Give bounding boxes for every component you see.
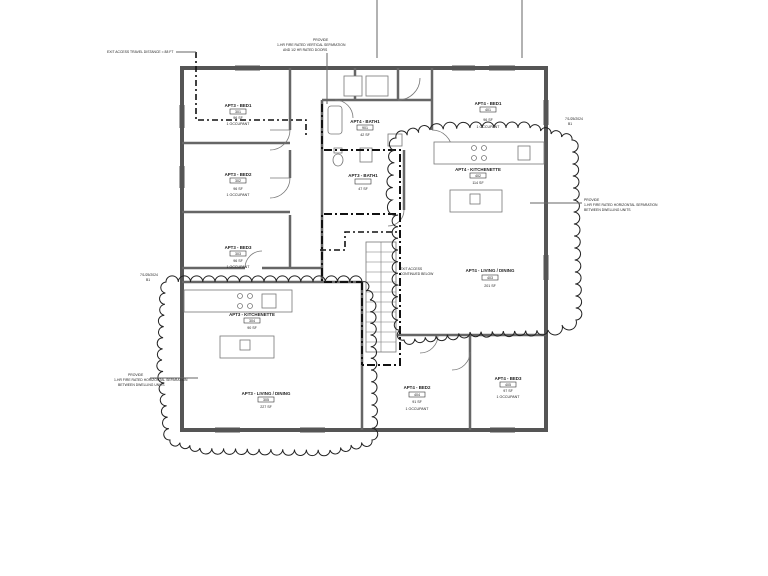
room-label: APT3 - LIVING / DINING 305 227 SF — [242, 391, 291, 409]
room-name: APT4 - KITCHENETTE — [455, 167, 501, 172]
room-label: APT3 - BED1 301 96 SF 1 OCCUPANT — [225, 103, 252, 126]
room-label: APT3 - KITCHENETTE 304 90 SF — [229, 312, 275, 330]
room-area: 97 SF — [503, 389, 513, 393]
exit-access-note-1: EXIT ACCESS — [400, 267, 423, 271]
interior-walls — [182, 68, 546, 430]
right-sep-note-1: PROVIDE — [584, 198, 600, 202]
room-label: APT3 - BED2 302 96 SF 1 OCCUPANT — [225, 172, 252, 197]
room-label: APT4 - BATH1 901 42 SF — [350, 119, 380, 137]
vertical-sep-note-3: AND 1/2 HR RATED DOORS — [283, 48, 328, 52]
vertical-sep-note-2: 1-HR FIRE RATED VERTICAL SEPARATION — [277, 43, 346, 47]
room-occupancy: 1 OCCUPANT — [227, 265, 251, 269]
room-tag: 304 — [249, 319, 255, 323]
room-tag: 401 — [485, 108, 491, 112]
rev-date-left: 7/1/25/2024 — [140, 273, 158, 277]
room-occupancy: 1 OCCUPANT — [477, 125, 501, 129]
room-tag: 403 — [487, 276, 493, 280]
left-sep-note-3: BETWEEN DWELLING UNITS — [118, 383, 165, 387]
room-tag: 305 — [263, 398, 269, 402]
revision-cloud-right — [385, 121, 583, 345]
room-label: APT4 - LIVING / DINING 403 201 SF — [466, 268, 515, 288]
left-sep-note-2: 1-HR FIRE RATED HORIZONTAL SEPARATION — [114, 378, 188, 382]
room-label: APT4 - KITCHENETTE 402 114 SF — [455, 167, 501, 185]
room-name: APT4 - BED1 — [475, 101, 502, 106]
right-sep-note-3: BETWEEN DWELLING UNITS — [584, 208, 631, 212]
notes: EXIT ACCESS TRAVEL DISTANCE = 88 FT PROV… — [107, 38, 658, 387]
exit-travel-note: EXIT ACCESS TRAVEL DISTANCE = 88 FT — [107, 50, 173, 54]
room-label: APT4 - BED2 404 91 SF 1 OCCUPANT — [404, 385, 431, 411]
room-tag: 301 — [235, 110, 241, 114]
revision-cloud-left — [156, 275, 379, 457]
room-name: APT4 - BED3 — [495, 376, 522, 381]
exit-access-note-2: CONTINUED BELOW — [400, 272, 434, 276]
room-area: 91 SF — [412, 400, 422, 404]
right-sep-note-2: 1-HR FIRE RATED HORIZONTAL SEPARATION — [584, 203, 658, 207]
room-name: APT4 - BATH1 — [350, 119, 380, 124]
room-name: APT3 - BED1 — [225, 103, 252, 108]
room-tag: 402 — [475, 174, 481, 178]
room-occupancy: 1 OCCUPANT — [227, 193, 251, 197]
room-name: APT3 - LIVING / DINING — [242, 391, 291, 396]
room-area: 47 SF — [358, 187, 368, 191]
room-tag: 302 — [235, 179, 241, 183]
left-sep-note-1: PROVIDE — [128, 373, 144, 377]
room-name: APT3 - BED3 — [225, 245, 252, 250]
room-tag: 405 — [505, 383, 511, 387]
exterior-wall — [180, 66, 548, 432]
rev-date-right: 7/1/25/2024 — [565, 117, 583, 121]
room-name: APT3 - BED2 — [225, 172, 252, 177]
room-area: 201 SF — [484, 284, 496, 288]
vertical-sep-note-1: PROVIDE — [313, 38, 329, 42]
room-area: 96 SF — [233, 259, 243, 263]
room-area: 96 SF — [483, 118, 493, 122]
room-name: APT3 - KITCHENETTE — [229, 312, 275, 317]
room-area: 114 SF — [472, 181, 484, 185]
room-area: 90 SF — [247, 326, 257, 330]
room-occupancy: 1 OCCUPANT — [227, 122, 251, 126]
room-area: 227 SF — [260, 405, 272, 409]
room-area: 96 SF — [233, 187, 243, 191]
room-occupancy: 1 OCCUPANT — [406, 407, 430, 411]
rev-tag-right: B1 — [568, 122, 572, 126]
room-label: APT4 - BED3 405 97 SF 1 OCCUPANT — [495, 376, 522, 399]
room-name: APT4 - LIVING / DINING — [466, 268, 515, 273]
room-label: APT4 - BED1 401 96 SF 1 OCCUPANT — [475, 101, 502, 129]
room-label: APT3 - BED3 303 96 SF 1 OCCUPANT — [225, 245, 252, 269]
room-labels: APT3 - BED1 301 96 SF 1 OCCUPANT APT3 - … — [225, 101, 522, 411]
room-tag: 901 — [362, 126, 368, 130]
room-name: APT4 - BED2 — [404, 385, 431, 390]
room-tag: 303 — [235, 252, 241, 256]
fire-separation-lines — [321, 104, 401, 366]
fixtures — [183, 75, 545, 359]
window-marks — [179, 65, 549, 433]
room-area: 42 SF — [360, 133, 370, 137]
room-occupancy: 1 OCCUPANT — [497, 395, 521, 399]
room-name: APT3 - BATH1 — [348, 173, 378, 178]
rev-tag-left: B1 — [146, 278, 150, 282]
room-tag: 404 — [414, 393, 420, 397]
egress-path — [195, 52, 398, 251]
room-area: 96 SF — [233, 116, 243, 120]
room-label: APT3 - BATH1 47 SF — [348, 173, 378, 191]
